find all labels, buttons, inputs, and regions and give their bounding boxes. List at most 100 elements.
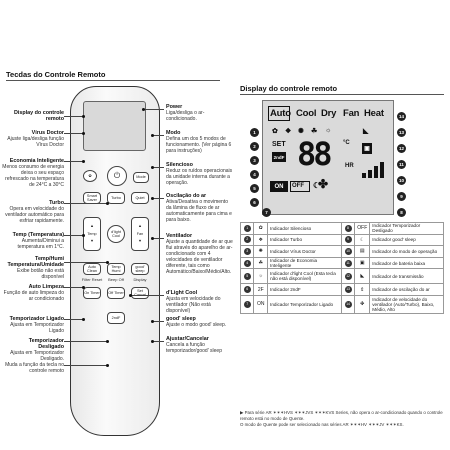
label-mode-title: Modo <box>166 130 181 136</box>
label-swing-desc: Ativa/Desativa o movimento da lâmina de … <box>166 199 232 223</box>
leader-dot <box>151 133 154 137</box>
virus-doctor-button[interactable]: ✿ <box>83 170 97 182</box>
legend-icon: ✤ <box>354 294 371 314</box>
temp-down-icon: ▼ <box>90 239 94 244</box>
legend-text: Indicador Silencioso <box>267 222 342 235</box>
filter-reset-label: Filter Reset <box>81 277 103 282</box>
legend-number-badge: 9 <box>344 236 352 244</box>
callout-3: 3 <box>250 156 259 165</box>
legend-number: 5 <box>239 268 255 285</box>
label-temp-humi-desc: Exibe botão não está disponível <box>17 268 64 280</box>
label-set-cancel-desc: Cancela a função temporizador/good' slee… <box>166 342 222 354</box>
lcd-on: ON <box>270 181 288 192</box>
temp-humi-button[interactable]: Temp Humi <box>107 263 125 275</box>
legend-number: 10 <box>340 245 356 258</box>
legend-text: Indicador d'light Cool (Esta tecla não e… <box>267 268 342 285</box>
mode-button[interactable]: Mode <box>133 172 149 183</box>
set-cancel-button[interactable]: Set Cancel <box>131 287 149 299</box>
legend-icon: ▣ <box>354 256 371 270</box>
callout-6: 6 <box>250 198 259 207</box>
legend-icon: OFF <box>354 222 371 235</box>
label-turbo-desc: Opera em velocidade do ventilador automá… <box>5 206 64 224</box>
label-quiet-title: Silencioso <box>166 162 193 168</box>
battery-indicator-icon: ▣ <box>362 143 372 154</box>
lcd-display: Auto Cool Dry Fan Heat ✿ ❖ ✺ ☘ ☼ ◣ SET 2… <box>262 100 394 215</box>
good-sleep-button[interactable]: good' sleep <box>131 263 149 275</box>
leader-dot <box>82 131 85 135</box>
label-good-sleep: good' sleep Ajuste o modo good' sleep. <box>166 316 234 328</box>
legend-number: 11 <box>340 256 356 270</box>
legend-text: Indicador Turbo <box>267 233 342 247</box>
legend-text: Indicador de Economia Inteligente <box>267 256 342 270</box>
legend-text: Indicador de velocidade do ventilador (A… <box>369 294 444 314</box>
legend-number-badge: 6 <box>243 286 251 294</box>
callout-4: 4 <box>250 170 259 179</box>
callout-11: 11 <box>397 160 406 169</box>
leader-line <box>64 341 108 342</box>
label-quiet-desc: Reduz os ruídos operacionais da unidade … <box>166 168 233 186</box>
leader-dot <box>142 107 145 111</box>
transmission-indicator-icon: ◣ <box>363 128 369 135</box>
leader-line <box>64 203 108 204</box>
fan-rocker[interactable]: ▲ Fan ▼ <box>131 217 149 251</box>
off-timer-button[interactable]: Off Timer <box>107 287 125 299</box>
callout-13: 13 <box>397 128 406 137</box>
label-dlight-cool: d'Light Cool Ajusta em velocidade do ven… <box>166 290 234 314</box>
legend-icon: ✺ <box>253 245 269 258</box>
leader-line <box>152 238 164 239</box>
on-timer-button[interactable]: On Timer <box>83 287 101 299</box>
legend-text: Indicador Vírus Doctor <box>267 245 342 258</box>
leader-dot <box>82 285 85 289</box>
legend-number: 7 <box>239 294 255 314</box>
legend-text: Indicador Temporizador Ligado <box>267 294 342 314</box>
power-button[interactable]: ⏻ <box>107 166 127 186</box>
beep-off-label: Beep Off <box>108 277 124 282</box>
label-second-f-desc: Muda a função da tecla no controle remot… <box>5 362 64 374</box>
legend-text: Indicador de transmissão <box>369 268 444 285</box>
lcd-second-f: 2ndF <box>272 152 286 162</box>
legend-number: 12 <box>340 268 356 285</box>
fan-up-icon: ▲ <box>138 224 142 229</box>
leader-line <box>143 109 164 110</box>
leader-dot <box>151 319 154 323</box>
callout-14: 14 <box>397 112 406 121</box>
label-power-title: Power <box>166 104 183 110</box>
dlight-cool-button[interactable]: d'light Cool <box>107 225 125 243</box>
label-smart-saver: Economia Inteligente Menos consumo de en… <box>2 158 64 188</box>
temp-rocker[interactable]: ▲ Temp ▼ <box>83 217 101 251</box>
label-set-cancel: Ajustar/Cancelar Cancela a função tempor… <box>166 336 234 354</box>
legend-text: Indicador 2ndF <box>267 283 342 296</box>
leader-line <box>64 133 84 134</box>
label-auto-clean-title: Auto Limpeza <box>28 284 64 290</box>
label-virus-doctor: Vírus Doctor Ajuste liga/desliga função … <box>4 130 64 148</box>
note-2: O modo de Quente pode ser selecionado na… <box>240 422 404 427</box>
leader-dot <box>106 339 109 343</box>
label-virus-doctor-title: Vírus Doctor <box>31 130 64 136</box>
lcd-off-box <box>290 181 310 192</box>
label-off-timer: Temporizador Desligado Ajusta em Tempori… <box>2 338 64 362</box>
legend-number-badge: 8 <box>344 224 352 232</box>
label-power: Power Liga/desliga o ar-condicionado. <box>166 104 232 122</box>
legend-icon: ☾ <box>354 233 371 247</box>
temp-label: Temp <box>87 231 97 236</box>
legend-number-badge: 1 <box>243 224 251 232</box>
leader-line <box>152 167 164 168</box>
second-f-button[interactable]: 2ndF <box>107 312 125 324</box>
label-display: Display do controle remoto <box>4 110 64 122</box>
dlight-cool-indicator-icon: ☼ <box>325 127 332 134</box>
auto-mode-box <box>268 106 290 121</box>
turbo-button[interactable]: Turbo <box>107 192 125 204</box>
leader-dot <box>106 260 109 264</box>
label-temp: Temp (Temperatura) Aumenta/Diminui a tem… <box>2 232 64 250</box>
legend-number-badge: 13 <box>344 286 352 294</box>
fan-indicator-icon: ✤ <box>318 177 329 191</box>
label-auto-clean-desc: Função de auto limpeza do ar condicionad… <box>3 290 64 302</box>
lcd-hr: HR <box>345 163 354 169</box>
leader-dot <box>82 317 85 321</box>
quiet-button[interactable]: Quiet <box>131 192 149 204</box>
auto-clean-button[interactable]: Auto Clean <box>83 263 101 275</box>
legend-number-badge: 3 <box>243 247 251 255</box>
